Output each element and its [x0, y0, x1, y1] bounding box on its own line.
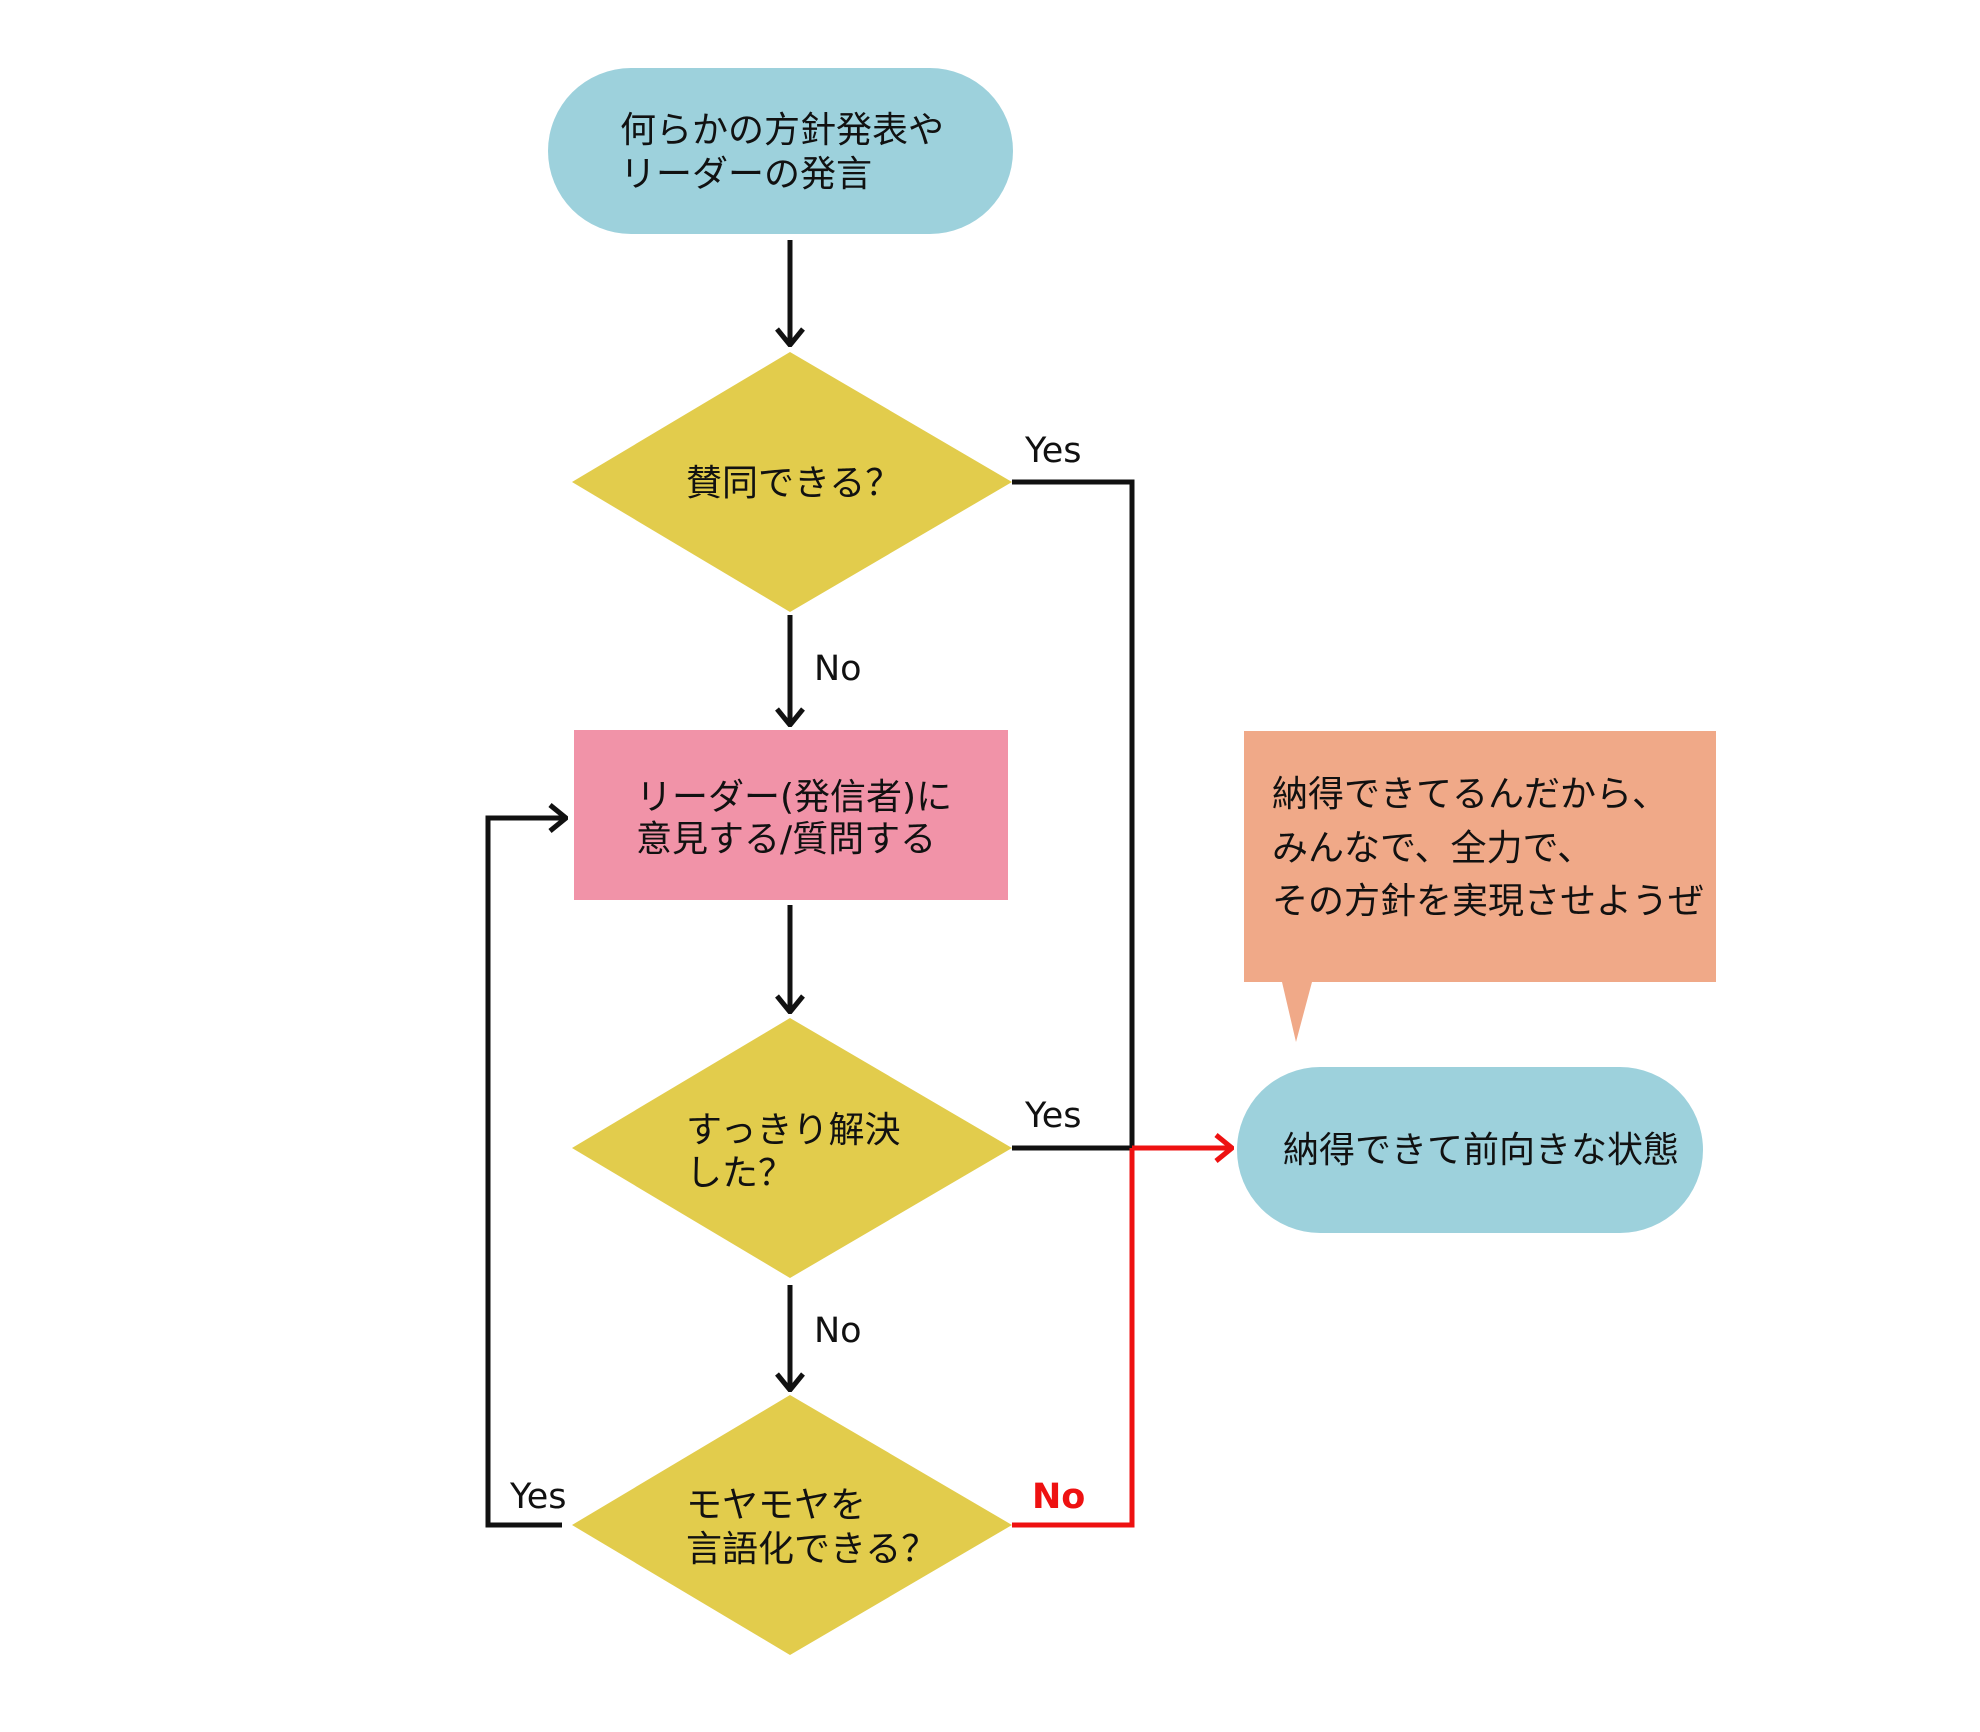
edge-agree-yes: [1012, 479, 1135, 1148]
agree-label: 賛同できる？: [686, 463, 901, 504]
node-agree: 賛同できる？: [572, 352, 1012, 612]
edge-verbalize-yes: [485, 818, 566, 1528]
speak-label-line1: リーダー(発信者)に: [636, 777, 952, 818]
resolved-label-line2: した？: [686, 1153, 794, 1194]
agree-no-label: No: [814, 649, 862, 689]
node-verbalize: モヤモヤを 言語化できる？: [572, 1395, 1012, 1655]
goal-terminal-shape: [1237, 1067, 1703, 1233]
start-label-line1: 何らかの方針発表や: [620, 110, 944, 151]
edge-labels: Yes No Yes No Yes No: [509, 431, 1085, 1517]
node-resolved: すっきり解決 した？: [572, 1018, 1012, 1278]
callout-line1: 納得できてるんだから、: [1272, 774, 1668, 815]
speak-label-line2: 意見する/質問する: [636, 819, 936, 860]
callout-line3: その方針を実現させようぜ: [1272, 881, 1704, 922]
node-start: 何らかの方針発表や リーダーの発言: [548, 68, 1013, 234]
start-terminal-shape: [548, 68, 1013, 234]
resolved-decision-shape: [572, 1018, 1012, 1278]
verbalize-label-line2: 言語化できる？: [686, 1529, 937, 1570]
verbalize-yes-label: Yes: [509, 1477, 567, 1517]
resolved-no-label: No: [814, 1311, 862, 1351]
resolved-yes-label: Yes: [1024, 1096, 1082, 1136]
agree-decision-shape: [572, 352, 1012, 612]
connectors: [485, 240, 1232, 1528]
start-label-line2: リーダーの発言: [620, 154, 872, 195]
speak-process-shape: [574, 730, 1008, 900]
speech-callout: 納得できてるんだから、 みんなで、全力で、 その方針を実現させようぜ: [1244, 731, 1716, 1042]
edge-verbalize-no: [1012, 1148, 1135, 1528]
callout-line2: みんなで、全力で、: [1272, 828, 1593, 869]
verbalize-no-label: No: [1032, 1477, 1085, 1517]
node-goal: 納得できて前向きな状態: [1237, 1067, 1703, 1233]
verbalize-decision-shape: [572, 1395, 1012, 1655]
resolved-label-line1: すっきり解決: [686, 1110, 901, 1151]
agree-yes-label: Yes: [1024, 431, 1082, 471]
callout-bubble-shape: [1244, 731, 1716, 1042]
verbalize-label-line1: モヤモヤを: [686, 1485, 866, 1526]
goal-label: 納得できて前向きな状態: [1283, 1130, 1679, 1171]
node-speak: リーダー(発信者)に 意見する/質問する: [574, 730, 1008, 900]
